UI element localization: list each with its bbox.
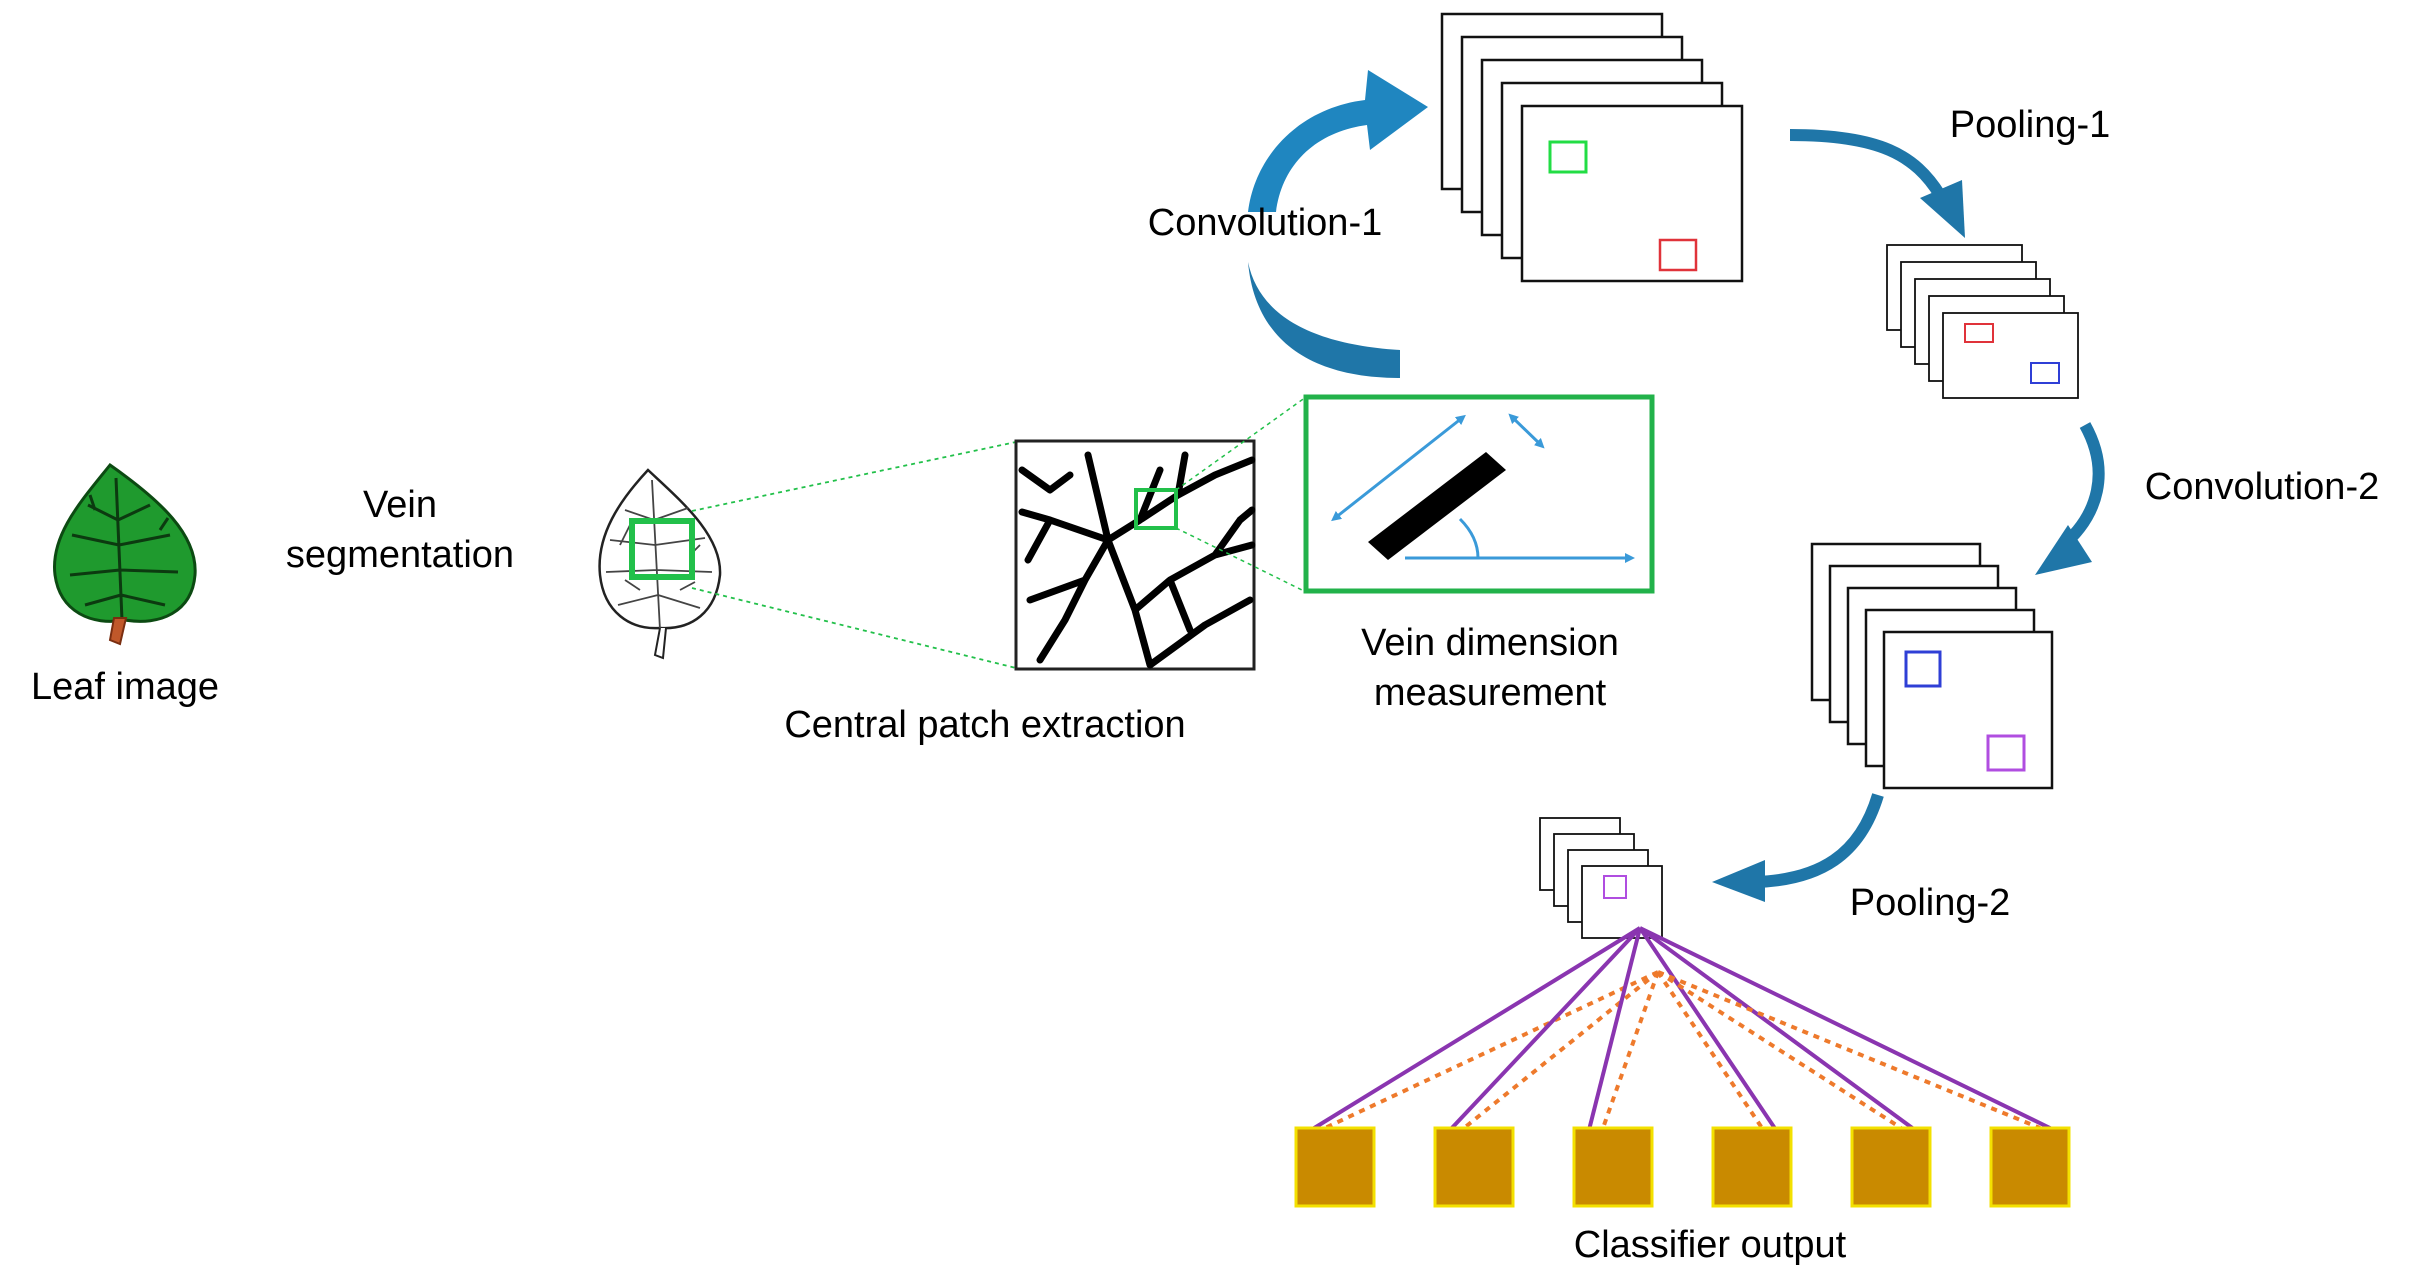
label-classifier-output: Classifier output	[1573, 1224, 1847, 1266]
pooling-1-filter-blue	[2030, 362, 2060, 384]
connection-solid-1	[1309, 926, 1642, 1132]
label-pooling-2: Pooling-2	[1849, 882, 2011, 924]
label-vein-segmentation-line-2: segmentation	[285, 534, 515, 576]
segmented-leaf-petiole	[653, 627, 667, 660]
pooling-1-filter-red	[1964, 323, 1994, 343]
convolution-2-maps	[1810, 542, 2054, 790]
classifier-output-node-3	[1572, 1126, 1654, 1208]
pooling-2-filter-purple	[1603, 875, 1627, 899]
connection-solid-2	[1448, 926, 1642, 1132]
connection-dotted-3	[1601, 971, 1660, 1129]
convolution-2-filter-blue	[1904, 650, 1942, 688]
connection-dotted-2	[1462, 970, 1660, 1130]
central-patch	[1014, 439, 1256, 671]
classifier-output-node-2	[1433, 1126, 1515, 1208]
connection-dotted-6	[1657, 970, 2041, 1130]
zoom-line-bottom	[1175, 527, 1307, 593]
convolution-2-map-5	[1882, 630, 2054, 790]
label-vein-segmentation-line-1: Vein	[363, 484, 437, 526]
label-convolution-2: Convolution-2	[2144, 466, 2380, 508]
connection-solid-6	[1639, 926, 2055, 1132]
connection-dotted-1	[1324, 970, 1659, 1130]
label-convolution-1: Convolution-1	[1147, 202, 1383, 244]
convolution-2-filter-purple	[1986, 734, 2026, 772]
leaf-image	[52, 462, 197, 646]
connection-solid-4	[1638, 926, 1778, 1132]
pooling-2-arrow-shaft	[1754, 793, 1884, 888]
convolution-1-arrow-lower	[1248, 262, 1400, 378]
classifier-output-node-1	[1294, 1126, 1376, 1208]
label-leaf-image: Leaf image	[30, 666, 219, 708]
pooling-2-map-4	[1581, 865, 1663, 939]
central-patch-veins	[1018, 451, 1256, 669]
classifier-output-node-4	[1711, 1126, 1793, 1208]
convolution-1-filter-red	[1658, 238, 1698, 272]
vein-measurement-frame	[1303, 394, 1655, 594]
label-vein-dimension-measurement: Vein dimension measurement	[1300, 618, 1680, 718]
vein-measurement-panel	[1303, 394, 1655, 594]
pooling-2-arrow-head	[1712, 860, 1765, 902]
leaf-image-petiole	[108, 617, 128, 646]
central-patch-zoom-box	[1134, 488, 1178, 530]
connection-solid-3	[1587, 927, 1642, 1131]
connection-dotted-5	[1656, 970, 1903, 1130]
pooling-2-maps	[1539, 817, 1663, 939]
classifier-connections	[1309, 926, 2055, 1132]
connection-dotted-4	[1656, 970, 1764, 1130]
pooling-1-arrow-shaft	[1789, 129, 1946, 199]
convolution-1-maps	[1440, 12, 1744, 283]
patch-selector-box	[629, 518, 695, 580]
classifier-output-node-5	[1850, 1126, 1932, 1208]
label-vein-dimension-line-1: Vein dimension	[1361, 622, 1619, 664]
label-central-patch-extraction: Central patch extraction	[784, 704, 1186, 746]
segmented-leaf	[598, 468, 722, 660]
vein-length-arrow	[1331, 414, 1466, 522]
connection-solid-5	[1638, 926, 1917, 1132]
zoom-line-top	[1175, 396, 1307, 491]
pooling-1-arrow-head	[1920, 180, 1965, 238]
classifier-output-node-6	[1989, 1126, 2071, 1208]
projection-line-bottom	[691, 587, 1017, 669]
vein-angle-arc	[1458, 517, 1480, 559]
convolution-1-arrow-upper	[1248, 70, 1428, 212]
vein-width-arrow	[1508, 413, 1545, 449]
convolution-1-map-5	[1520, 104, 1744, 283]
segmented-leaf-outline	[598, 468, 722, 630]
pooling-1-maps	[1886, 244, 2079, 399]
classifier-output-nodes	[1294, 1126, 2071, 1208]
convolution-1-filter-green	[1548, 140, 1588, 174]
convolution-2-arrow-head	[2035, 525, 2092, 575]
leaf-image-veins	[69, 477, 179, 621]
label-vein-dimension-line-2: measurement	[1373, 672, 1607, 714]
label-vein-segmentation: Vein segmentation	[240, 480, 560, 580]
projection-line-top	[691, 441, 1017, 512]
pooling-1-map-5	[1942, 312, 2079, 399]
label-pooling-1: Pooling-1	[1949, 104, 2111, 146]
